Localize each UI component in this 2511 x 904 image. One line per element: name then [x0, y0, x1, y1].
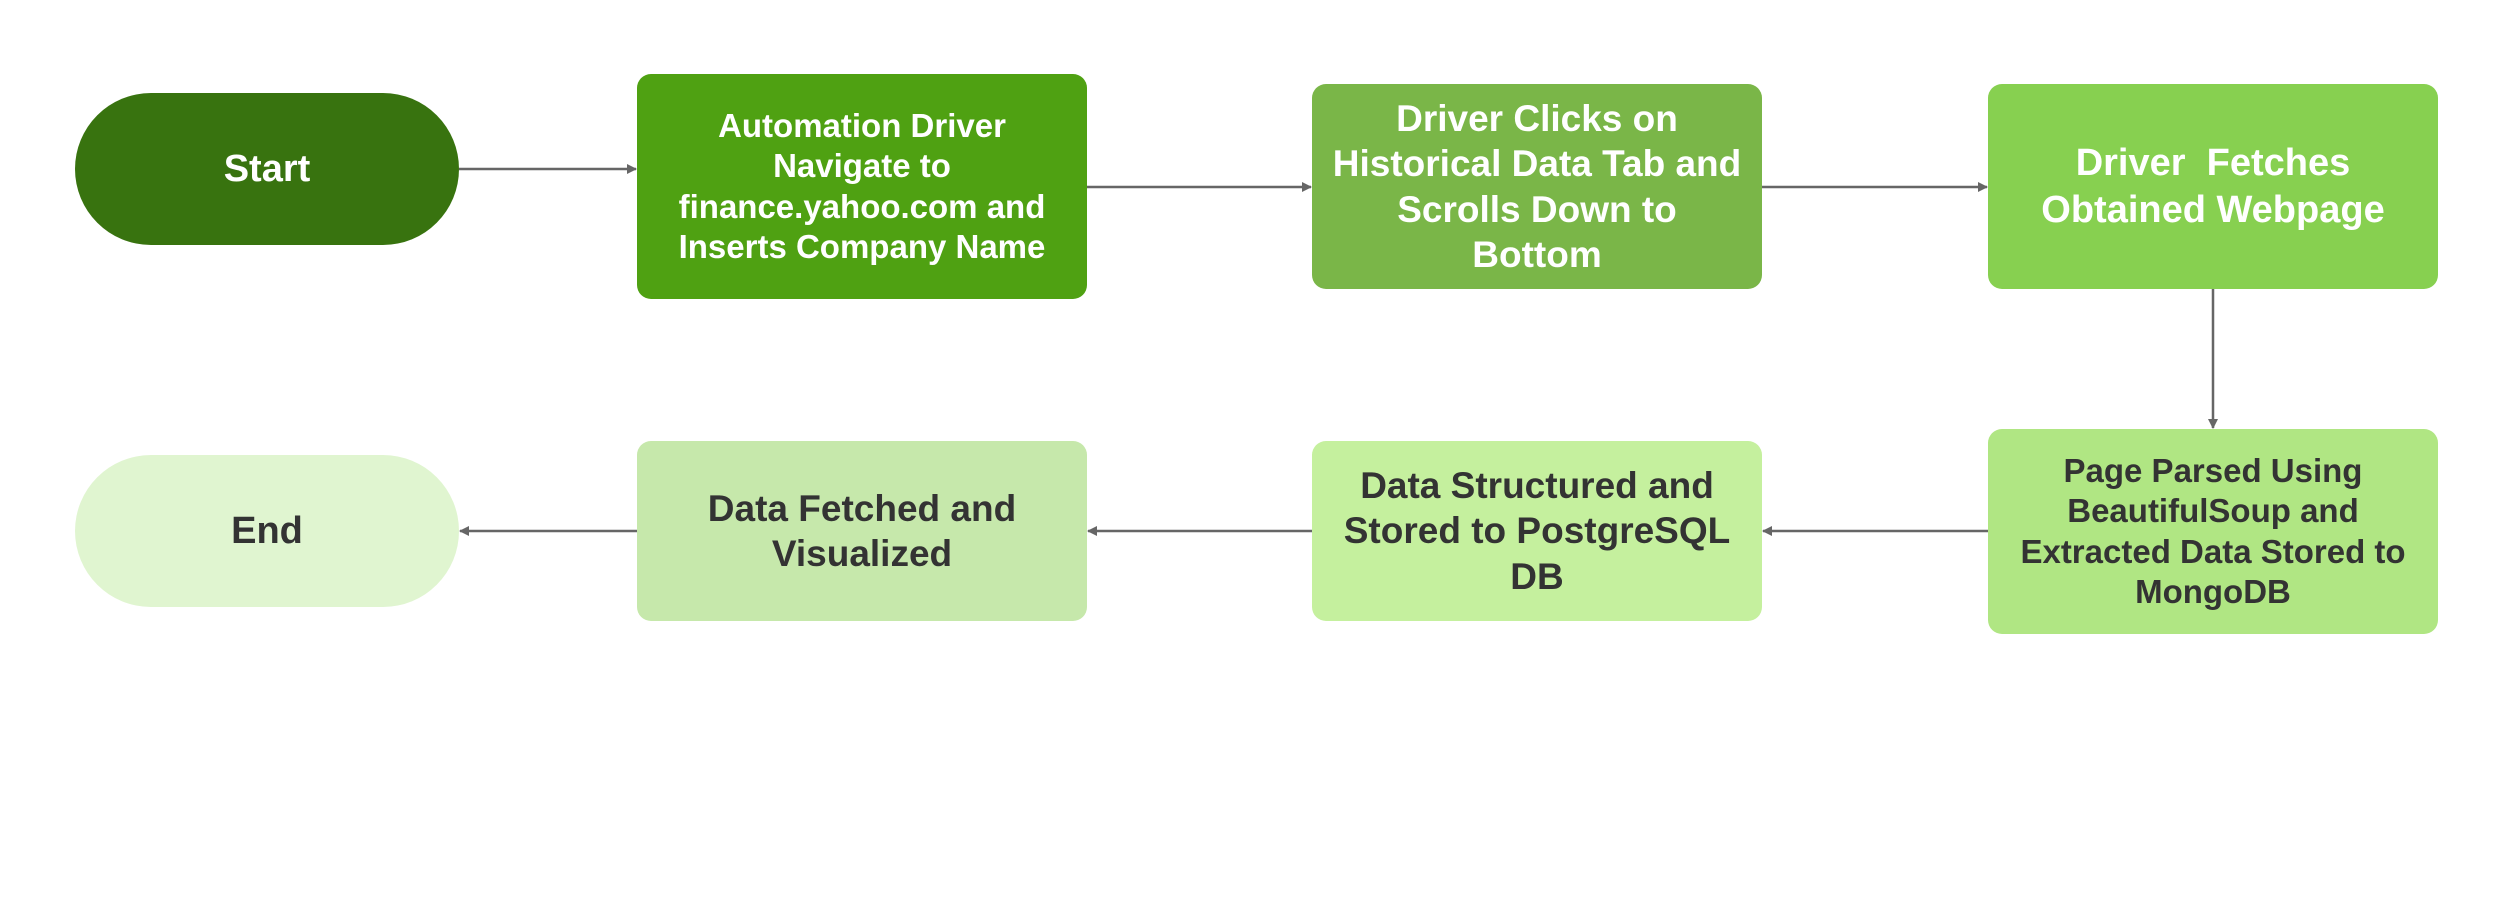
start-terminator: Start — [75, 93, 459, 245]
process-step-click-historical: Driver Clicks on Historical Data Tab and… — [1312, 84, 1762, 289]
process-step-click-historical-label: Driver Clicks on Historical Data Tab and… — [1332, 98, 1742, 275]
process-step-fetch-webpage: Driver Fetches Obtained Webpage — [1988, 84, 2438, 289]
process-step-parse-page: Page Parsed Using BeautifulSoup and Extr… — [1988, 429, 2438, 634]
process-step-navigate-label: Automation Driver Navigate to finance.ya… — [678, 107, 1046, 265]
end-terminator: End — [75, 455, 459, 607]
process-step-navigate: Automation Driver Navigate to finance.ya… — [637, 74, 1087, 299]
start-label: Start — [223, 147, 311, 190]
process-step-visualize: Data Fetched and Visualized — [637, 441, 1087, 621]
end-label: End — [231, 509, 303, 552]
process-step-visualize-label: Data Fetched and Visualized — [707, 487, 1017, 574]
process-step-fetch-webpage-label: Driver Fetches Obtained Webpage — [2041, 142, 2385, 231]
process-step-store-postgres: Data Structured and Stored to PostgreSQL… — [1312, 441, 1762, 621]
process-step-store-postgres-label: Data Structured and Stored to PostgreSQL… — [1343, 465, 1731, 597]
process-step-parse-page-label: Page Parsed Using BeautifulSoup and Extr… — [2020, 452, 2406, 610]
